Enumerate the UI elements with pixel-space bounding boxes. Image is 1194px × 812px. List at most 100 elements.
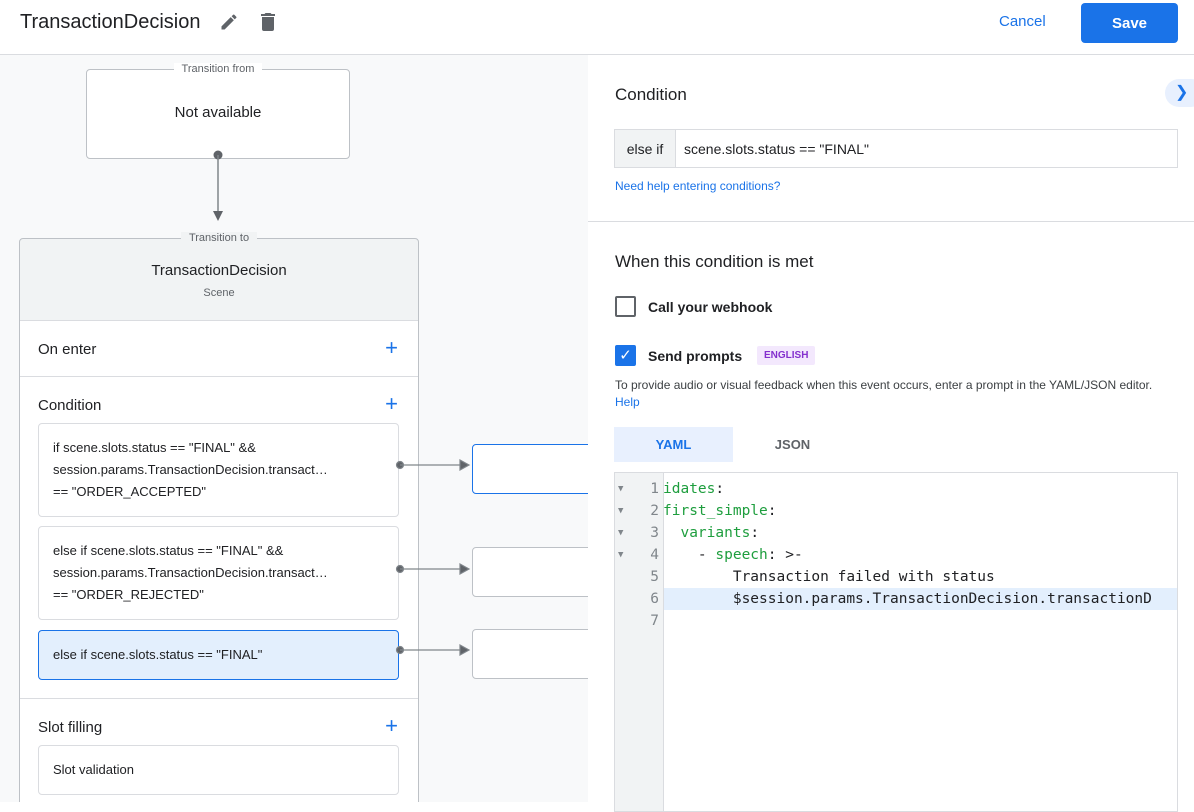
section-title: When this condition is met (615, 252, 814, 271)
info-text: To provide audio or visual feedback when… (615, 378, 1153, 392)
code-text: first_simple: (663, 500, 777, 522)
indent (663, 525, 680, 541)
condition-section: Condition + if scene.slots.status == "FI… (20, 376, 418, 698)
line-number: 7 (650, 613, 659, 629)
condition-input[interactable]: else if scene.slots.status == "FINAL" (614, 129, 1178, 168)
scene-type: Scene (203, 287, 235, 299)
code-text: Transaction failed with status (663, 566, 995, 588)
line-number: 3 (650, 525, 659, 541)
prompts-label: Send prompts (648, 348, 743, 364)
transition-from-box: Transition from Not available (86, 63, 350, 159)
fold-arrow-icon[interactable]: ▼ (618, 550, 624, 560)
code-text: idates: (663, 478, 724, 500)
condition-line: == "ORDER_ACCEPTED" (53, 484, 206, 499)
section-label: On enter (38, 341, 97, 358)
code-text: variants: (663, 522, 759, 544)
slot-validation-label: Slot validation (53, 762, 134, 777)
code-line: 5 Transaction failed with status (615, 566, 1177, 588)
cancel-button[interactable]: Cancel (999, 13, 1046, 30)
condition-prefix: else if (615, 130, 676, 167)
code-text: $session.params.TransactionDecision.tran… (663, 588, 1152, 610)
code-key: idates (663, 481, 716, 497)
code-key: variants (680, 525, 751, 541)
check-icon: ✓ (619, 347, 632, 364)
flow-canvas[interactable]: Transition from Not available Transition… (0, 55, 588, 802)
trash-icon[interactable] (256, 10, 280, 34)
language-badge: ENGLISH (757, 346, 816, 365)
condition-line: session.params.TransactionDecision.trans… (53, 462, 328, 477)
on-enter-section: On enter + (20, 320, 418, 376)
connector-arrow (213, 150, 223, 221)
line-number: 2 (650, 503, 659, 519)
code-line: 7 (615, 610, 1177, 632)
fold-arrow-icon[interactable]: ▼ (618, 528, 624, 538)
transition-from-value: Not available (174, 104, 262, 121)
indent: - (663, 547, 716, 563)
add-on-enter-icon[interactable]: + (385, 335, 398, 360)
condition-line: session.params.TransactionDecision.trans… (53, 565, 328, 580)
chevron-right-icon: ❯ (1175, 84, 1189, 101)
line-number: 1 (650, 481, 659, 497)
code-line: ▼ 3 variants: (615, 522, 1177, 544)
prompt-info: To provide audio or visual feedback when… (615, 377, 1175, 411)
prompts-checkbox[interactable]: ✓ (615, 345, 636, 366)
tab-json[interactable]: JSON (774, 437, 811, 452)
legend: Transition to (180, 232, 258, 244)
scene-box: Transition to TransactionDecision Scene … (19, 232, 419, 802)
line-gutter (615, 473, 664, 811)
condition-line: else if scene.slots.status == "FINAL" && (53, 543, 284, 558)
webhook-label: Call your webhook (648, 299, 773, 315)
code-key: speech (715, 547, 768, 563)
code-rest: Transaction failed with status (732, 569, 995, 585)
condition-line: if scene.slots.status == "FINAL" && (53, 440, 256, 455)
condition-expression[interactable]: scene.slots.status == "FINAL" (684, 140, 870, 157)
line-number: 6 (650, 591, 659, 607)
condition-item[interactable]: else if scene.slots.status == "FINAL" &&… (38, 526, 399, 620)
line-number: 4 (650, 547, 659, 563)
divider (588, 221, 1194, 222)
slot-validation-item[interactable]: Slot validation (38, 745, 399, 795)
code-key: first_simple (663, 503, 768, 519)
indent (663, 591, 733, 607)
fold-arrow-icon[interactable]: ▼ (618, 484, 624, 494)
condition-item-selected[interactable]: else if scene.slots.status == "FINAL" (38, 630, 399, 680)
code-rest: $session.params.TransactionDecision.tran… (732, 591, 1152, 607)
help-conditions-link[interactable]: Need help entering conditions? (615, 179, 781, 193)
scene-name: TransactionDecision (151, 262, 287, 279)
page-title: TransactionDecision (20, 11, 201, 33)
section-label: Condition (38, 397, 102, 414)
code-line: 6 $session.params.TransactionDecision.tr… (650, 588, 1177, 610)
indent (663, 569, 733, 585)
add-condition-icon[interactable]: + (385, 391, 398, 416)
add-slot-icon[interactable]: + (385, 713, 398, 738)
condition-line: else if scene.slots.status == "FINAL" (53, 647, 263, 662)
line-number: 5 (650, 569, 659, 585)
save-button[interactable]: Save (1081, 3, 1178, 43)
header: TransactionDecision Cancel Save (0, 0, 1194, 55)
condition-item[interactable]: if scene.slots.status == "FINAL" && sess… (38, 423, 399, 517)
condition-panel: ❯ Condition else if scene.slots.status =… (588, 55, 1194, 812)
code-line: ▼ 4 - speech: >- (615, 544, 1177, 566)
condition-target-box[interactable] (472, 629, 588, 679)
condition-target-box[interactable] (472, 444, 588, 494)
code-rest: : (767, 503, 777, 519)
code-rest: : (750, 525, 760, 541)
tab-yaml[interactable]: YAML (614, 427, 733, 462)
webhook-checkbox[interactable] (615, 296, 636, 317)
section-label: Slot filling (38, 719, 103, 736)
pencil-icon[interactable] (219, 12, 239, 32)
fold-arrow-icon[interactable]: ▼ (618, 506, 624, 516)
help-link[interactable]: Help (615, 395, 640, 409)
legend: Transition from (173, 63, 263, 75)
collapse-panel-button[interactable]: ❯ (1165, 79, 1194, 107)
code-rest: : (715, 481, 725, 497)
condition-line: == "ORDER_REJECTED" (53, 587, 204, 602)
code-rest: : >- (767, 547, 803, 563)
slot-filling-section: Slot filling + Slot validation (20, 698, 418, 802)
condition-connectors (395, 458, 471, 657)
condition-target-box[interactable] (472, 547, 588, 597)
code-text: - speech: >- (663, 544, 803, 566)
